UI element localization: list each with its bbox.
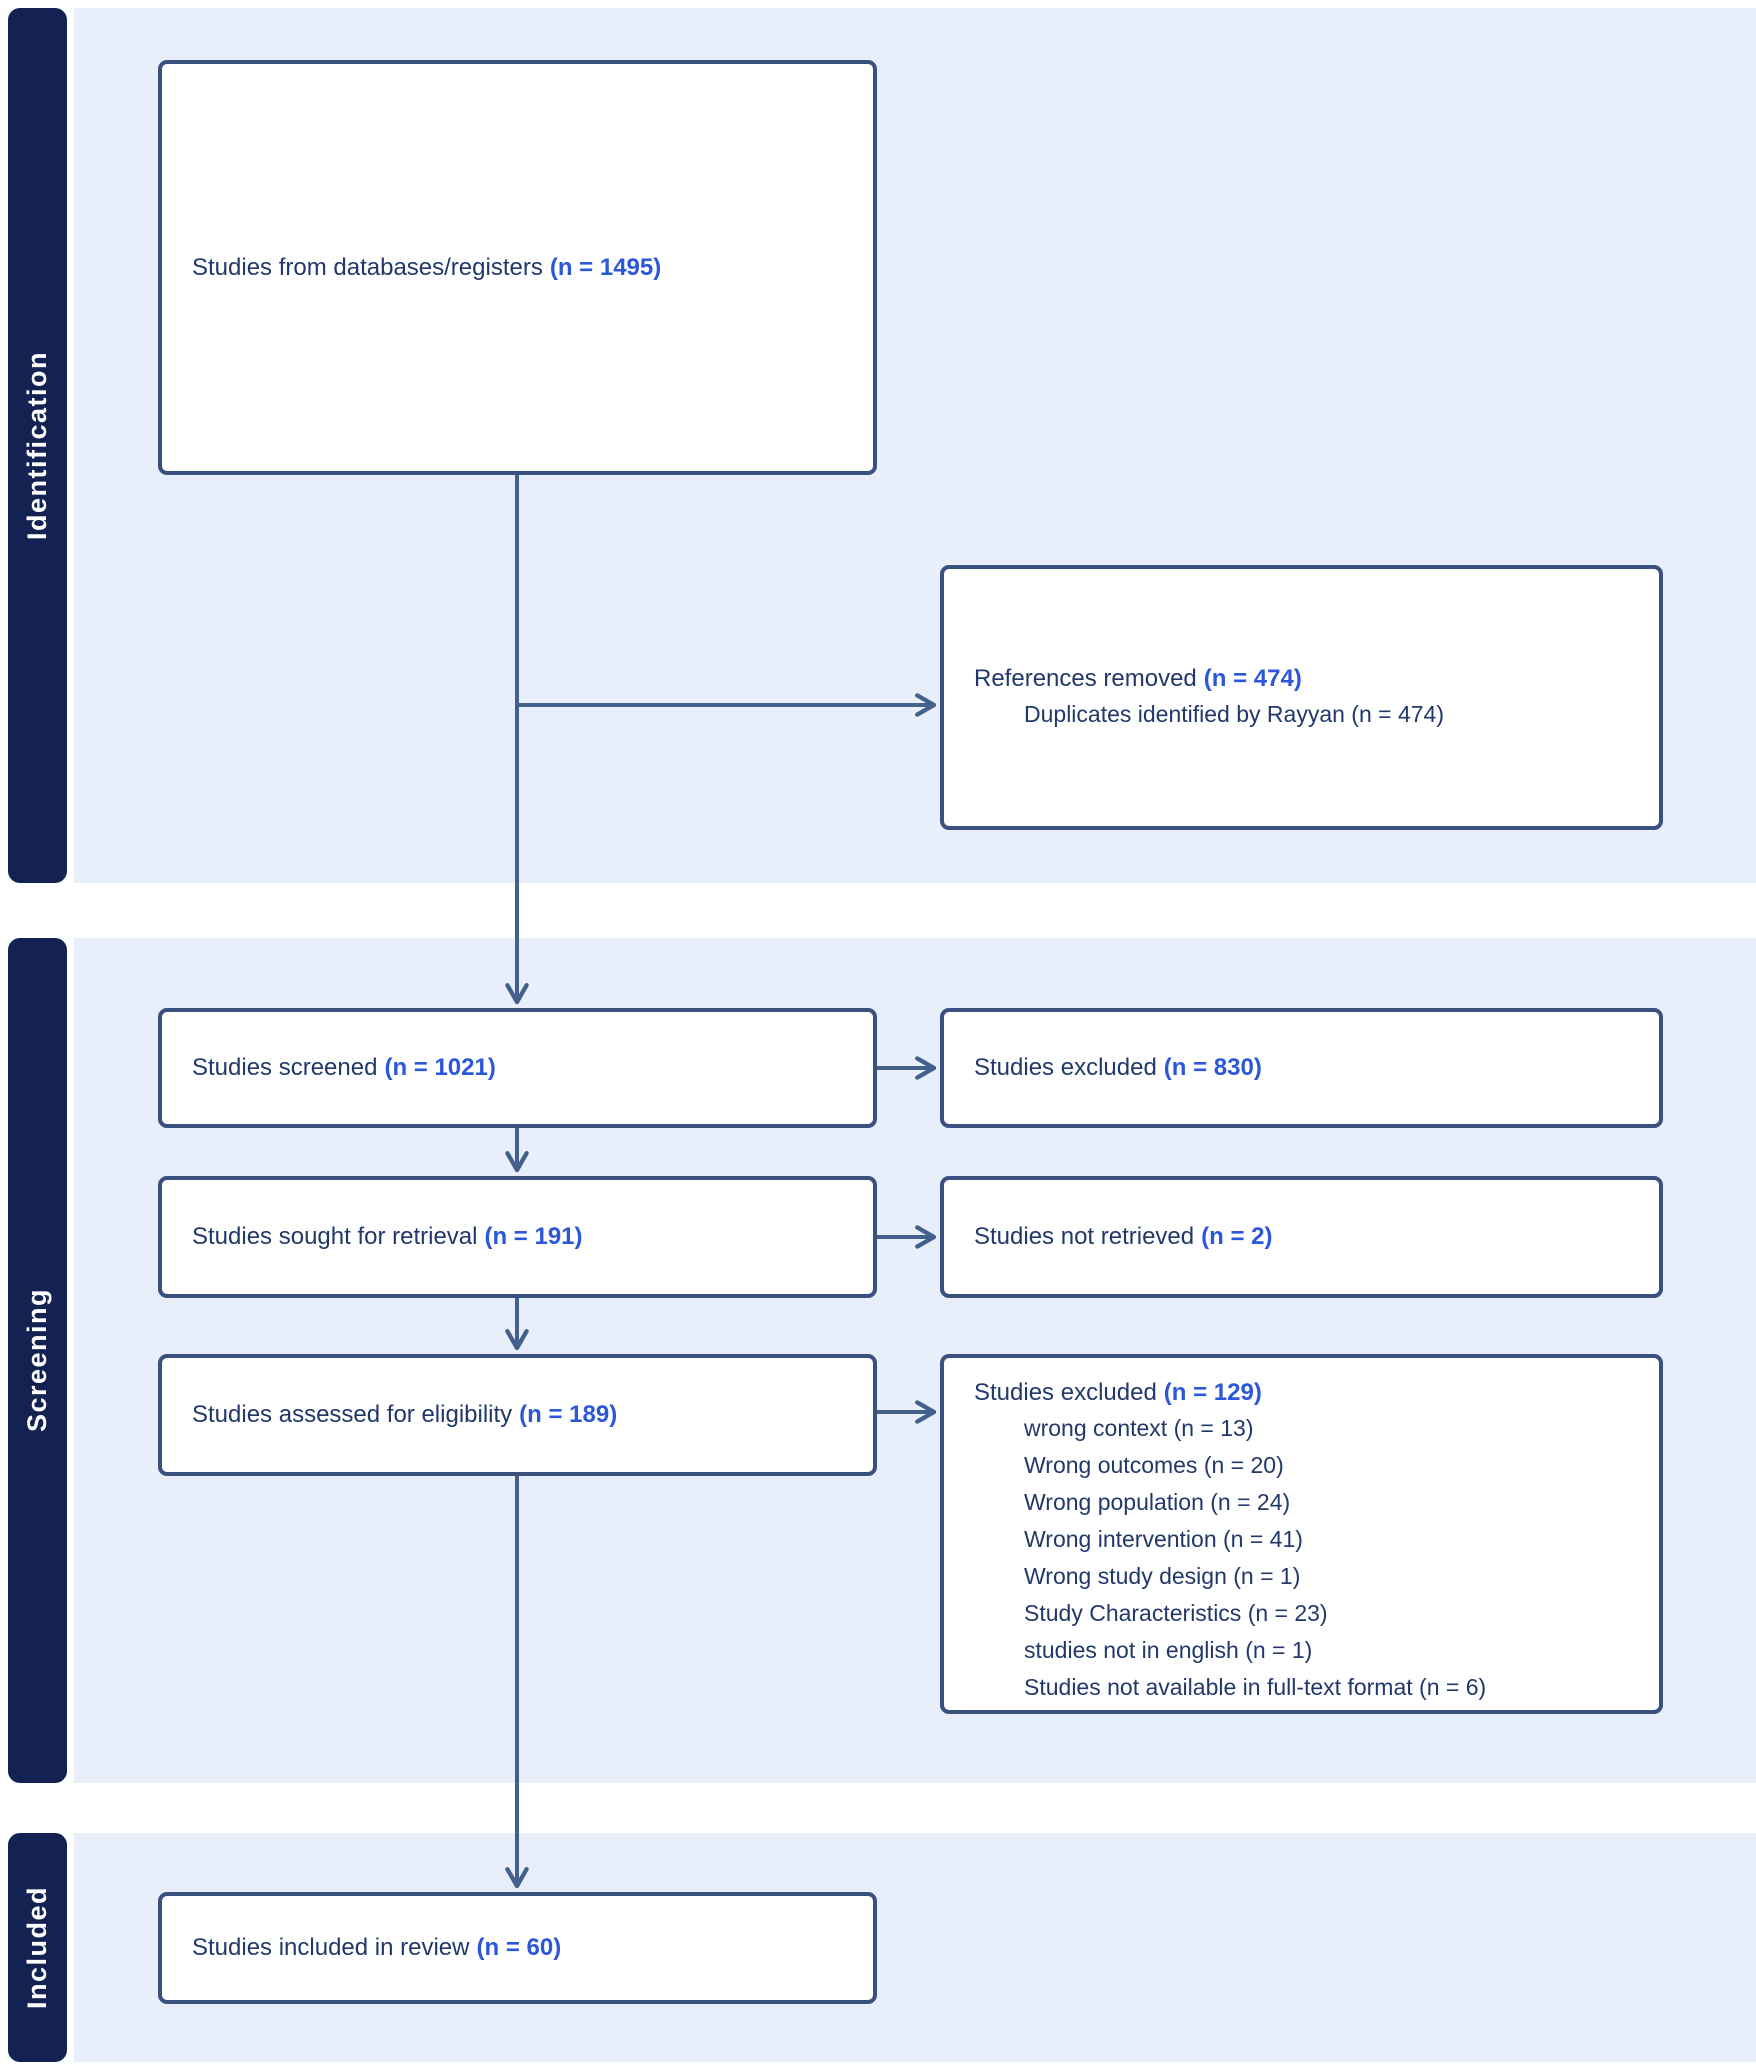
stage-label-screening: Screening [22,1288,52,1433]
box-details: Duplicates identified by Rayyan (n = 474… [1024,696,1645,733]
detail-line: Duplicates identified by Rayyan (n = 474… [1024,701,1444,727]
detail-line: Wrong study design (n = 1) [1024,1563,1301,1589]
detail-line: studies not in english (n = 1) [1024,1637,1313,1663]
box-studies-not-retrieved: Studies not retrieved(n = 2) [940,1176,1663,1298]
detail-line: Wrong outcomes (n = 20) [1024,1452,1284,1478]
box-title: Studies not retrieved(n = 2) [974,1223,1273,1250]
box-studies-excluded-eligibility: Studies excluded(n = 129) wrong context … [940,1354,1663,1714]
box-title: Studies excluded(n = 830) [974,1054,1262,1081]
box-studies-excluded-screening: Studies excluded(n = 830) [940,1008,1663,1128]
detail-line: Wrong population (n = 24) [1024,1489,1291,1515]
box-studies-screened: Studies screened(n = 1021) [158,1008,877,1128]
box-studies-assessed-for-eligibility: Studies assessed for eligibility(n = 189… [158,1354,877,1476]
box-title: Studies screened(n = 1021) [192,1054,496,1081]
box-title: Studies included in review(n = 60) [192,1934,562,1961]
box-title: Studies from databases/registers(n = 149… [192,253,662,281]
box-title: Studies excluded(n = 129) [974,1379,1262,1406]
box-title: References removed(n = 474) [974,665,1302,692]
box-details: wrong context (n = 13) Wrong outcomes (n… [1024,1410,1645,1706]
stage-bar-included: Included [8,1833,67,2062]
detail-line: wrong context (n = 13) [1024,1415,1254,1441]
box-studies-sought-for-retrieval: Studies sought for retrieval(n = 191) [158,1176,877,1298]
box-title: Studies sought for retrieval(n = 191) [192,1223,583,1250]
stage-label-included: Included [22,1885,52,2009]
stage-label-identification: Identification [22,351,52,540]
stage-bar-screening: Screening [8,938,67,1783]
detail-line: Study Characteristics (n = 23) [1024,1600,1328,1626]
box-studies-included-in-review: Studies included in review(n = 60) [158,1892,877,2004]
detail-line: Studies not available in full-text forma… [1024,1674,1487,1700]
stage-bar-identification: Identification [8,8,67,883]
box-references-removed: References removed(n = 474) Duplicates i… [940,565,1663,830]
box-title: Studies assessed for eligibility(n = 189… [192,1401,618,1428]
box-studies-from-databases: Studies from databases/registers(n = 149… [158,60,877,475]
detail-line: Wrong intervention (n = 41) [1024,1526,1303,1552]
